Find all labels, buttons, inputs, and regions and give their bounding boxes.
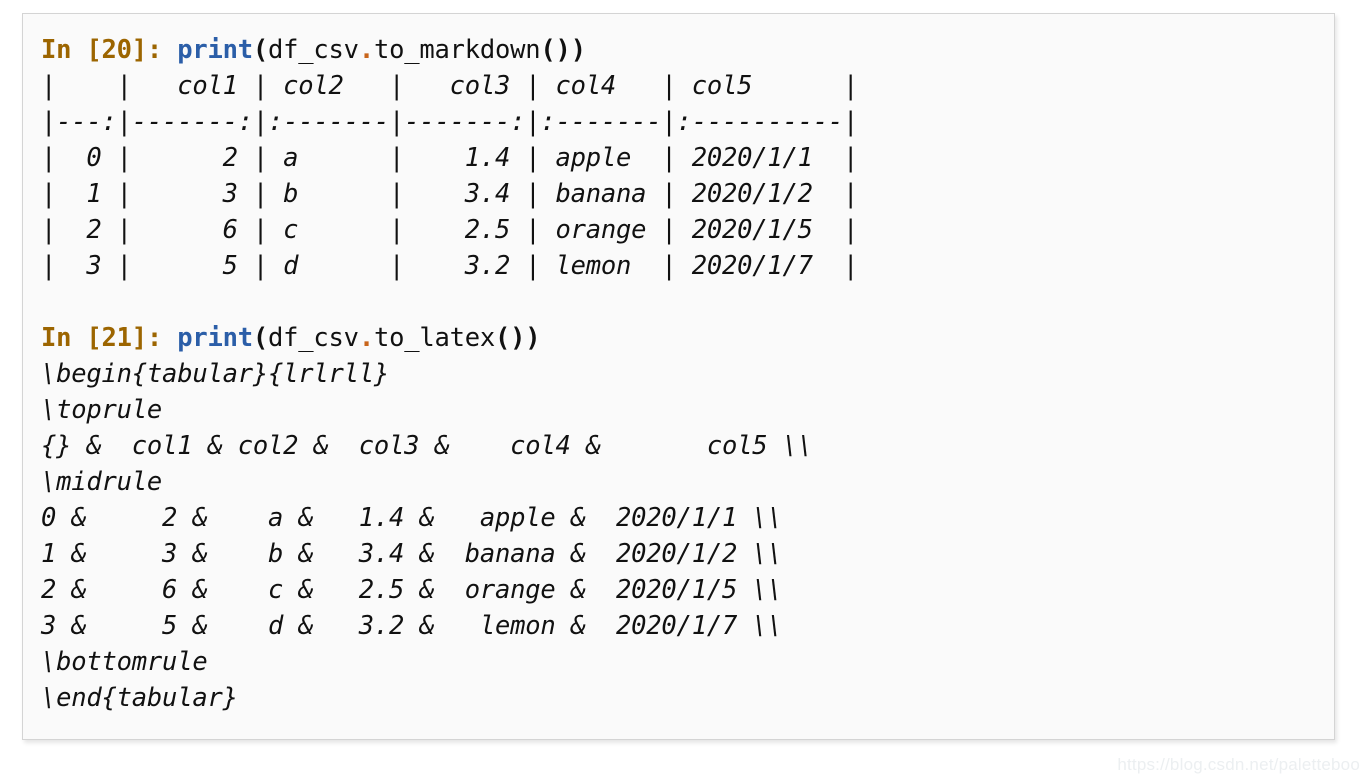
function-name-print-20: print xyxy=(177,35,253,65)
open-paren-21: ( xyxy=(252,323,269,353)
output-line: | 1 | 3 | b | 3.4 | banana | 2020/1/2 | xyxy=(41,179,859,209)
ipython-console-card: In [20]: print(df_csv.to_markdown()) | |… xyxy=(22,13,1335,740)
attribute-dot-21: . xyxy=(358,323,374,353)
output-line: 1 & 3 & b & 3.4 & banana & 2020/1/2 \\ xyxy=(41,539,783,569)
code-space-2 xyxy=(162,323,177,353)
code-space-1 xyxy=(162,35,177,65)
input-line-20[interactable]: In [20]: print(df_csv.to_markdown()) xyxy=(41,32,1330,68)
output-line: | 2 | 6 | c | 2.5 | orange | 2020/1/5 | xyxy=(41,215,859,245)
watermark-text: https://blog.csdn.net/paletteboo xyxy=(1117,755,1360,774)
attribute-dot-20: . xyxy=(358,35,374,65)
output-line: 2 & 6 & c & 2.5 & orange & 2020/1/5 \\ xyxy=(41,575,783,605)
method-name-21: to_latex xyxy=(373,323,496,353)
close-paren-21: ) xyxy=(525,323,541,353)
prompt-label-21: In [21]: xyxy=(41,323,163,353)
output-line: \bottomrule xyxy=(41,647,208,677)
output-line: | 3 | 5 | d | 3.2 | lemon | 2020/1/7 | xyxy=(41,251,859,281)
output-line: \midrule xyxy=(41,467,163,497)
object-name-20: df_csv xyxy=(268,35,359,65)
output-line: 0 & 2 & a & 1.4 & apple & 2020/1/1 \\ xyxy=(41,503,783,533)
output-line: {} & col1 & col2 & col3 & col4 & col5 \\ xyxy=(41,431,813,461)
output-line: \begin{tabular}{lrlrll} xyxy=(41,359,390,389)
output-line: | 0 | 2 | a | 1.4 | apple | 2020/1/1 | xyxy=(41,143,859,173)
prompt-label-20: In [20]: xyxy=(41,35,163,65)
output-line: 3 & 5 & d & 3.2 & lemon & 2020/1/7 \\ xyxy=(41,611,783,641)
output-line: |---:|-------:|:-------|-------:|:------… xyxy=(41,107,859,137)
call-parens-21: () xyxy=(495,323,526,353)
open-paren-20: ( xyxy=(252,35,269,65)
method-name-20: to_markdown xyxy=(373,35,541,65)
object-name-21: df_csv xyxy=(268,323,359,353)
output-line: \end{tabular} xyxy=(41,683,238,713)
function-name-print-21: print xyxy=(177,323,253,353)
blank-separator-line xyxy=(41,284,1330,320)
console-output-area[interactable]: In [20]: print(df_csv.to_markdown()) | |… xyxy=(41,32,1330,739)
input-line-21[interactable]: In [21]: print(df_csv.to_latex()) xyxy=(41,320,1330,356)
call-parens-20: () xyxy=(540,35,571,65)
output-line: | | col1 | col2 | col3 | col4 | col5 | xyxy=(41,71,859,101)
close-paren-20: ) xyxy=(570,35,586,65)
output-line: \toprule xyxy=(41,395,163,425)
